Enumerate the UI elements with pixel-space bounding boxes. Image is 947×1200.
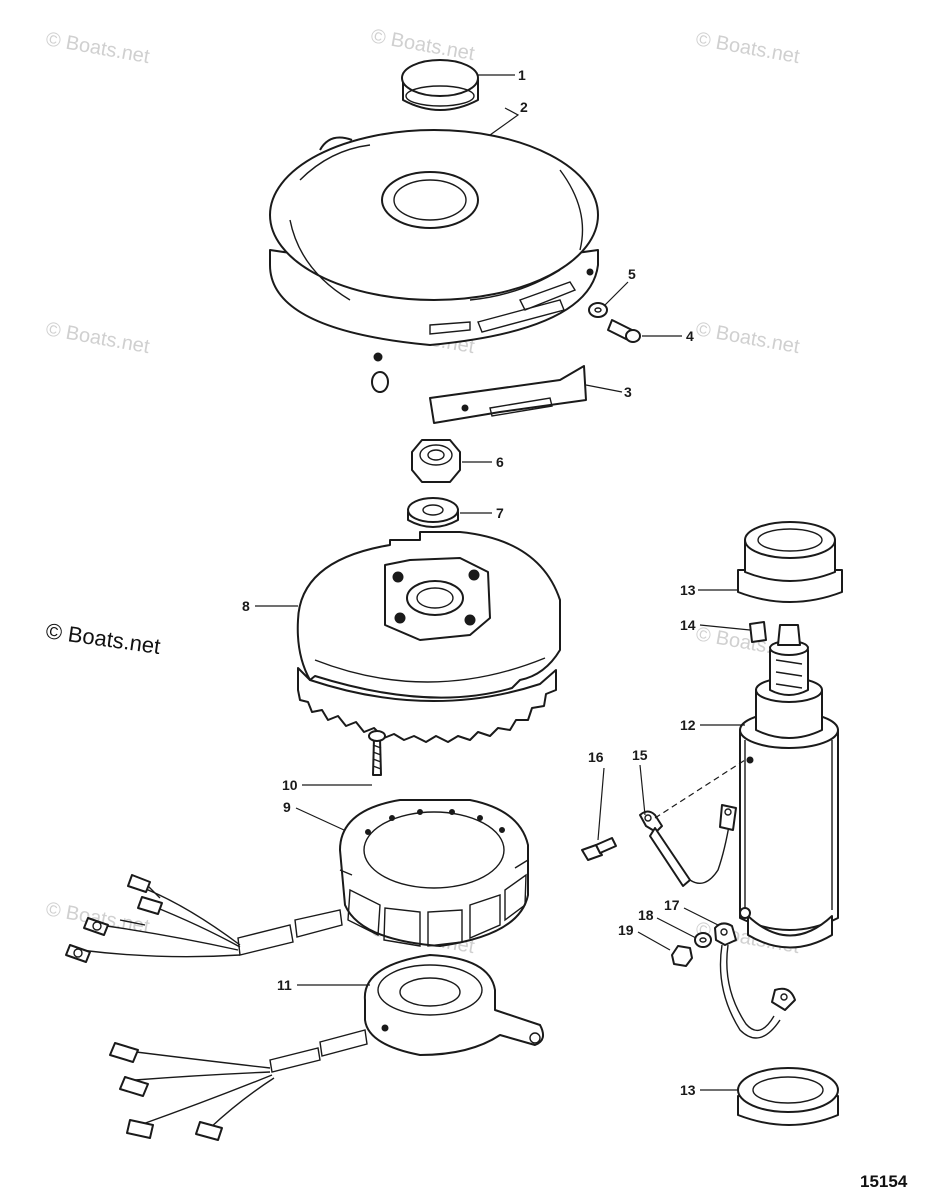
part-flywheel [296, 531, 561, 743]
callout-13-bottom: 13 [680, 1082, 696, 1098]
watermark-text: © Boats.net [694, 318, 801, 358]
part-boot-top [737, 521, 843, 603]
watermark-label: © Boats.net [44, 618, 162, 659]
part-washer-7 [407, 497, 459, 528]
callout-5: 5 [628, 266, 636, 282]
callout-11: 11 [277, 977, 292, 993]
leader-lines [255, 74, 751, 1091]
callout-12: 12 [680, 717, 696, 733]
part-cable-15 [639, 804, 737, 887]
part-screw-4 [607, 319, 641, 343]
callout-18: 18 [638, 907, 654, 923]
callout-14: 14 [680, 617, 696, 633]
part-stator [65, 799, 529, 963]
part-trigger [109, 954, 545, 1141]
part-washer-5 [588, 302, 608, 318]
watermark-text: © Boats.net [44, 28, 151, 68]
callout-2: 2 [520, 99, 528, 115]
callout-6: 6 [496, 454, 504, 470]
callout-13-top: 13 [680, 582, 696, 598]
callout-3: 3 [624, 384, 632, 400]
callouts: 1 2 3 4 5 6 7 8 9 10 11 12 13 14 15 16 1… [242, 67, 696, 1098]
part-cap [401, 59, 479, 111]
callout-9: 9 [283, 799, 291, 815]
part-nut-19 [671, 945, 693, 967]
part-screw-10 [368, 730, 386, 776]
callout-10: 10 [282, 777, 298, 793]
callout-19: 19 [618, 922, 634, 938]
figure-number: 15154 [860, 1172, 908, 1191]
part-starter-motor [739, 624, 839, 949]
watermark-text: © Boats.net [44, 318, 151, 358]
part-boot-bottom [737, 1067, 839, 1126]
part-flywheel-cover [269, 129, 599, 393]
watermark-text: © Boats.net [694, 28, 801, 68]
part-clip-14 [749, 621, 767, 643]
callout-16: 16 [588, 749, 604, 765]
callout-17: 17 [664, 897, 680, 913]
part-cable-17 [714, 922, 796, 1039]
callout-7: 7 [496, 505, 504, 521]
part-plate [429, 365, 587, 424]
part-bolt-16 [581, 837, 617, 861]
watermark-text: © Boats.net [369, 25, 476, 65]
callout-15: 15 [632, 747, 648, 763]
callout-8: 8 [242, 598, 250, 614]
part-washer-18 [694, 932, 712, 948]
part-nut-6 [411, 439, 461, 483]
callout-1: 1 [518, 67, 526, 83]
callout-4: 4 [686, 328, 694, 344]
